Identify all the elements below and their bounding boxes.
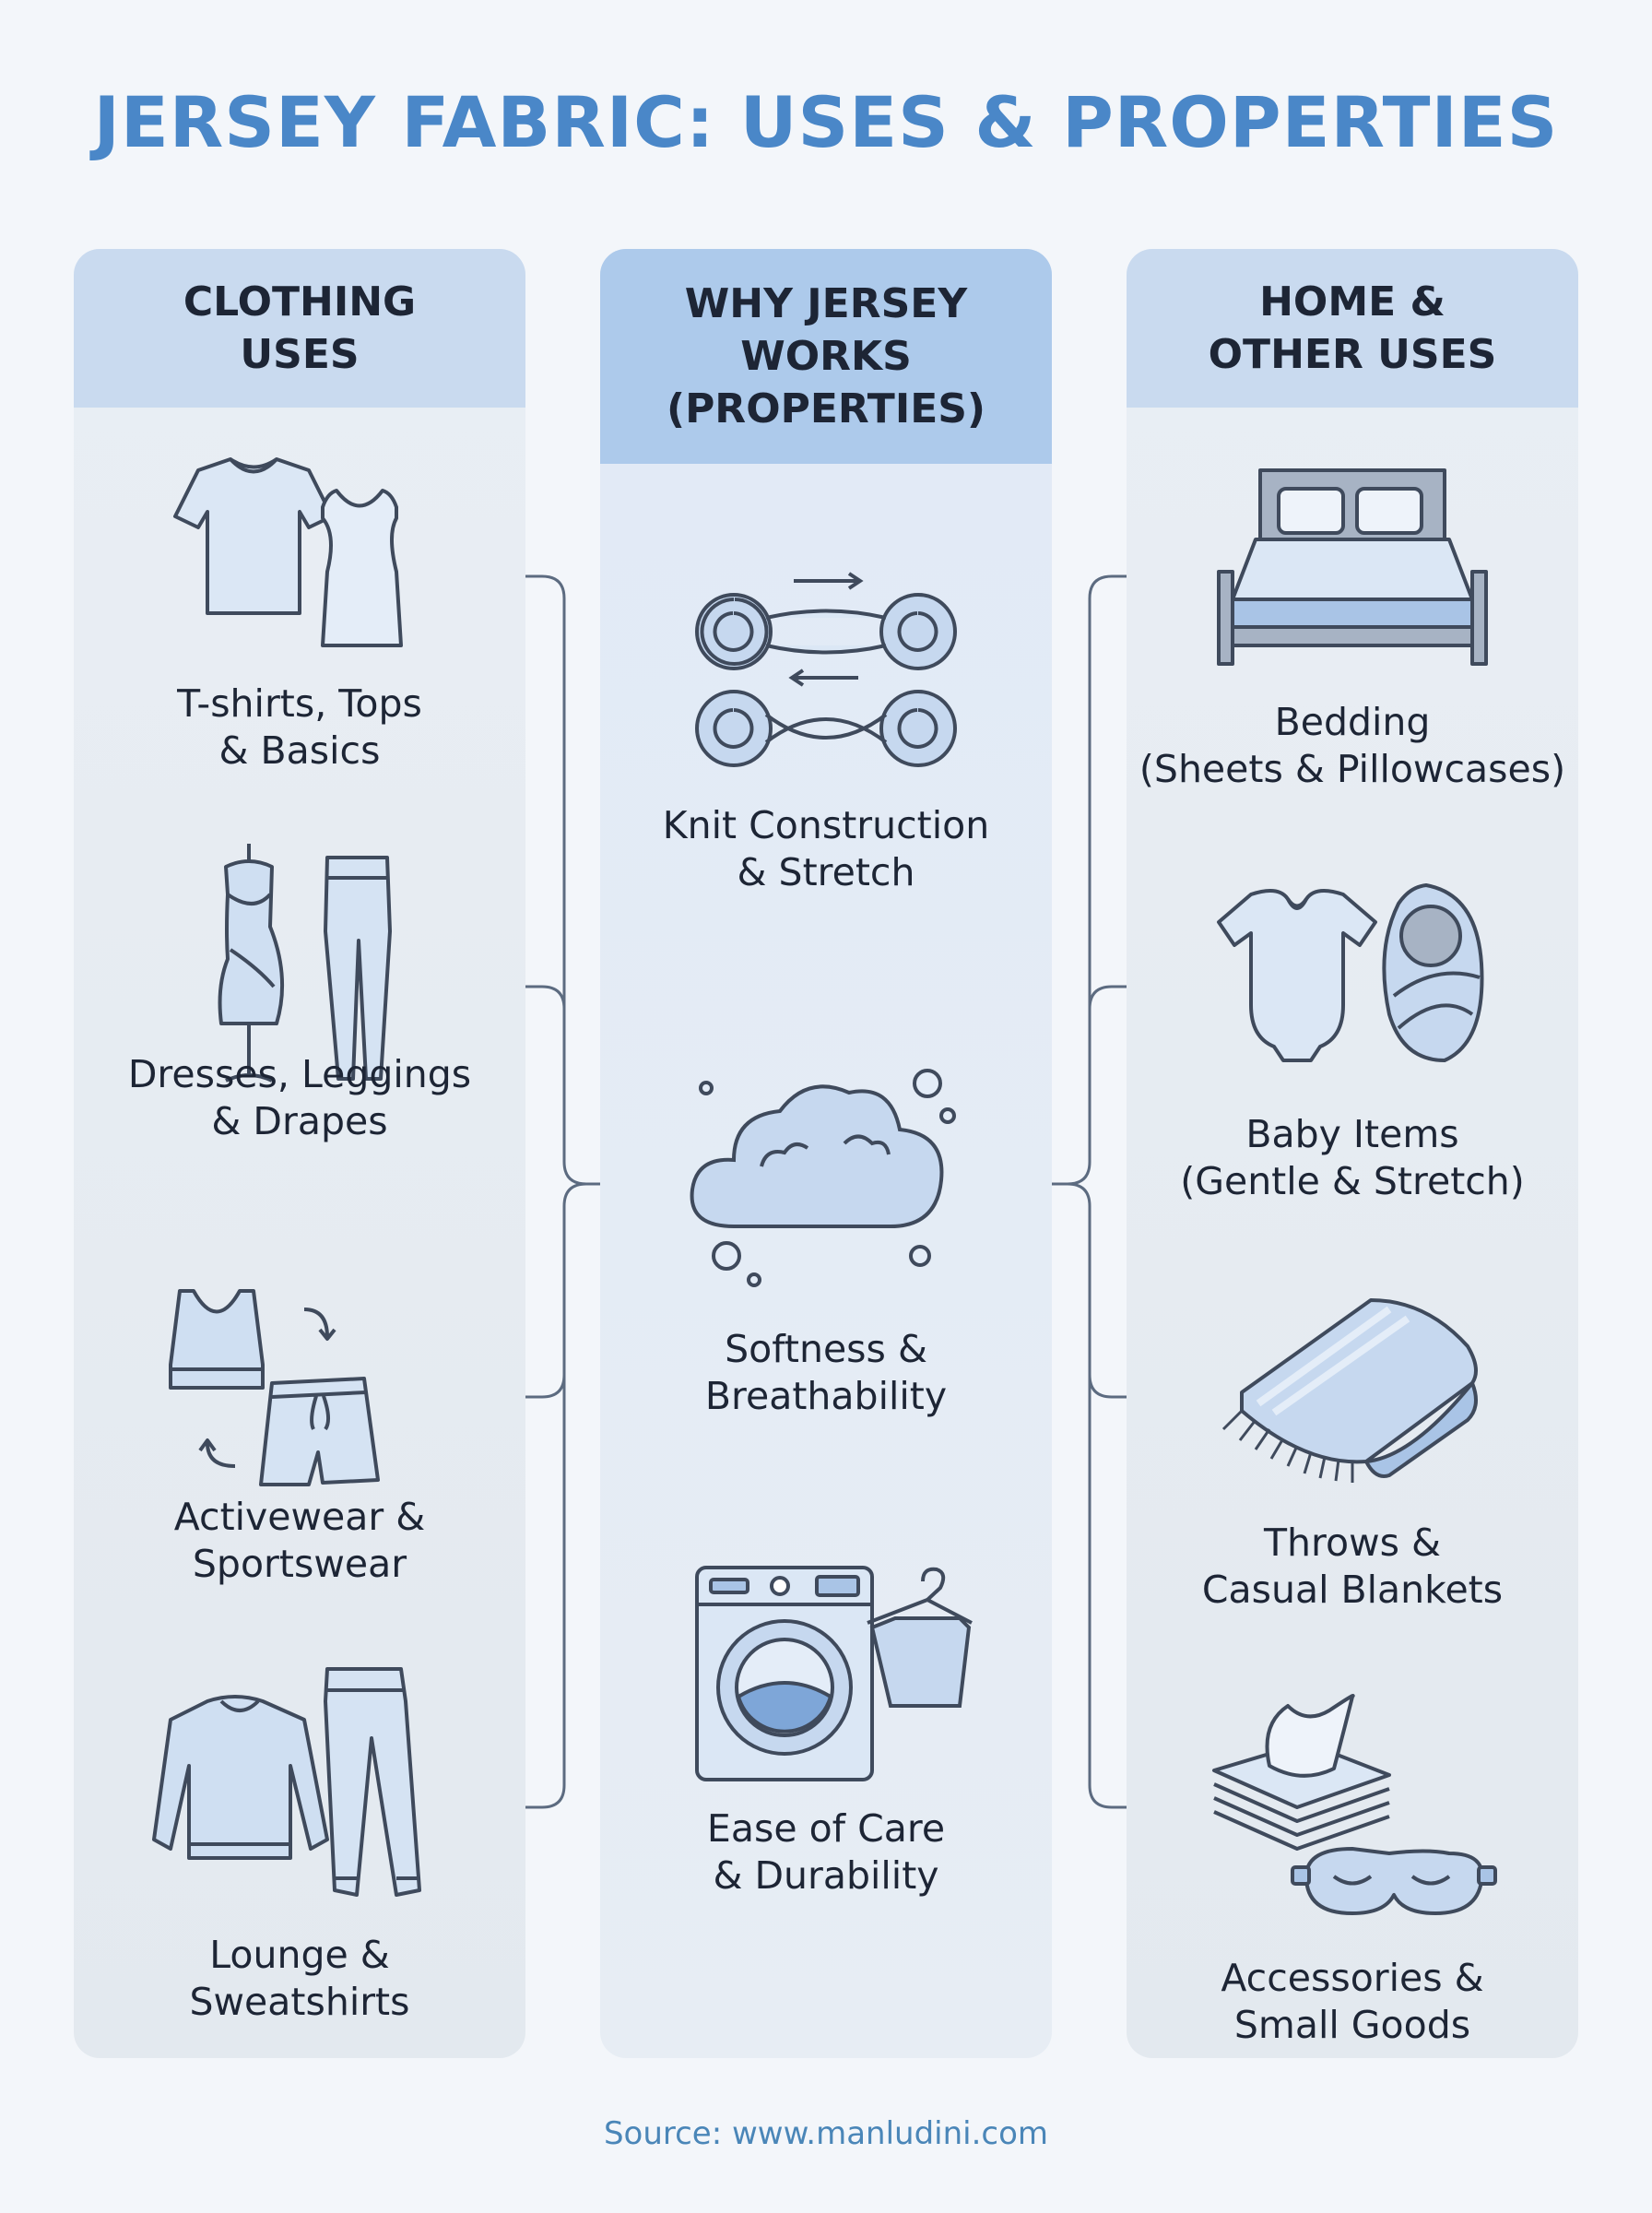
page-title: JERSEY FABRIC: USES & PROPERTIES [93,81,1559,163]
dress-leggings-icon [218,844,392,1083]
folded-blanket-icon [1221,1298,1478,1483]
property-label-softness: Softness & Breathability [704,1327,948,1418]
home-label-bedding: Bedding (Sheets & Pillowcases) [1139,700,1566,791]
home-item-baby: Baby Items (Gentle & Stretch) [1127,876,1578,1203]
tissues-eye-mask-icon [1212,1694,1497,1915]
clothing-label-activewear: Activewear & Sportswear [173,1495,426,1586]
clothing-item-lounge: Lounge & Sweatshirts [74,1664,525,2024]
clothing-item-tshirts: T-shirts, Tops & Basics [74,452,525,773]
tshirt-tank-icon [173,457,403,647]
home-item-throws: Throws & Casual Blankets [1127,1291,1578,1612]
clothing-item-dresses: Dresses, Leggings & Drapes [74,839,525,1143]
home-label-throws: Throws & Casual Blankets [1201,1521,1504,1612]
washing-machine-icon [695,1566,973,1781]
home-label-baby: Baby Items (Gentle & Stretch) [1180,1112,1525,1203]
cloud-icon [690,1069,956,1287]
sweatshirt-joggers-icon [152,1667,421,1897]
home-item-bedding: Bedding (Sheets & Pillowcases) [1127,461,1578,791]
source-credit: Source: www.manludini.com [603,2115,1049,2152]
home-uses-heading: HOME & OTHER USES [1127,249,1578,408]
clothing-label-dresses: Dresses, Leggings & Drapes [127,1052,472,1143]
property-item-knit: Knit Construction & Stretch [600,562,1052,894]
home-item-accessories: Accessories & Small Goods [1127,1687,1578,2047]
clothing-label-tshirts: T-shirts, Tops & Basics [177,681,422,773]
property-item-care: Ease of Care & Durability [600,1558,1052,1898]
property-label-knit: Knit Construction & Stretch [662,803,990,894]
properties-panel: WHY JERSEY WORKS (PROPERTIES) Knit Const… [600,249,1052,2058]
sports-bra-shorts-icon [169,1289,380,1486]
clothing-uses-heading: CLOTHING USES [74,249,525,408]
properties-heading: WHY JERSEY WORKS (PROPERTIES) [600,249,1052,464]
baby-onesie-icon [1217,883,1484,1062]
clothing-label-lounge: Lounge & Sweatshirts [189,1933,410,2024]
clothing-item-activewear: Activewear & Sportswear [74,1282,525,1586]
home-uses-panel: HOME & OTHER USES Bedding (Sheets & Pill… [1127,249,1578,2058]
home-label-accessories: Accessories & Small Goods [1221,1956,1484,2047]
property-label-care: Ease of Care & Durability [706,1806,946,1898]
property-item-softness: Softness & Breathability [600,1051,1052,1418]
bed-icon [1217,468,1488,666]
yarn-stretch-icon [695,572,957,767]
clothing-uses-panel: CLOTHING USES T-shirts, Tops & Basics Dr… [74,249,525,2058]
